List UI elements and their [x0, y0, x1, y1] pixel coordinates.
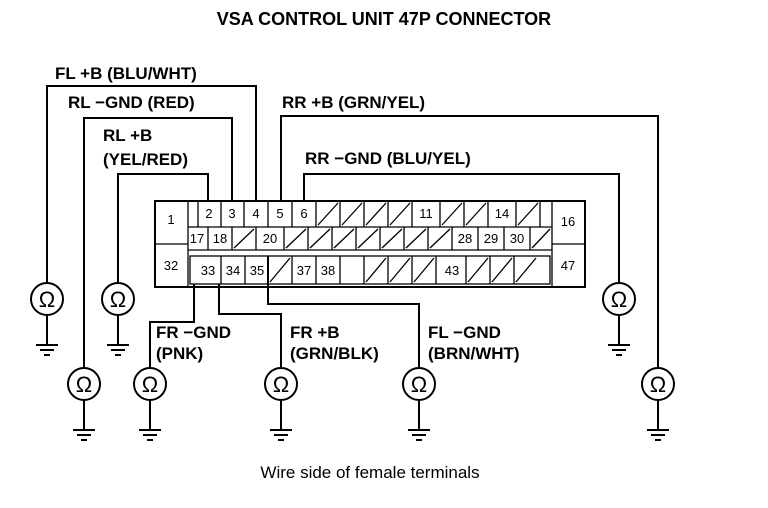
- label-fl-plus-b: FL +B (BLU/WHT): [55, 64, 197, 83]
- probe-wires: [46, 85, 659, 368]
- pin-33: 33: [201, 263, 215, 278]
- pin-37: 37: [297, 263, 311, 278]
- pin-30: 30: [510, 231, 524, 246]
- pin-6: 6: [300, 206, 307, 221]
- pin-11: 11: [419, 206, 433, 221]
- label-rl-gnd: RL −GND (RED): [68, 93, 195, 112]
- ohm-icon: Ω: [110, 287, 126, 312]
- label-rr-gnd: RR −GND (BLU/YEL): [305, 149, 471, 168]
- label-fr-plus-b-color: (GRN/BLK): [290, 344, 379, 363]
- pin-16: 16: [561, 214, 575, 229]
- ohmmeter-fl-plus-b: Ω: [30, 282, 64, 356]
- pin-numbers: 1 2 3 4 5 6 11 14 16 17 18 20 28 29 30 3…: [164, 206, 575, 278]
- pin-32: 32: [164, 258, 178, 273]
- wire-fr-plus-b: [218, 284, 282, 368]
- wire-rr-gnd: [303, 173, 620, 283]
- wire-fl-gnd: [267, 256, 420, 368]
- pin-14: 14: [495, 206, 509, 221]
- ohm-icon: Ω: [611, 287, 627, 312]
- pin-38: 38: [321, 263, 335, 278]
- wire-fr-gnd: [149, 284, 195, 368]
- ohm-icon: Ω: [273, 372, 289, 397]
- pin-17: 17: [190, 231, 204, 246]
- ohm-icon: Ω: [411, 372, 427, 397]
- pin-35: 35: [250, 263, 264, 278]
- caption: Wire side of female terminals: [260, 463, 479, 482]
- label-fr-gnd-color: (PNK): [156, 344, 203, 363]
- ohmmeter-fr-gnd: Ω: [133, 367, 167, 441]
- ohm-icon: Ω: [650, 372, 666, 397]
- pin-5: 5: [276, 206, 283, 221]
- ohmmeter-fl-gnd: Ω: [402, 367, 436, 441]
- label-rr-plus-b: RR +B (GRN/YEL): [282, 93, 425, 112]
- pin-18: 18: [213, 231, 227, 246]
- ohmmeter-rr-plus-b: Ω: [641, 367, 675, 441]
- label-rl-plus-b-color: (YEL/RED): [103, 150, 188, 169]
- pin-20: 20: [263, 231, 277, 246]
- label-fr-plus-b: FR +B: [290, 323, 340, 342]
- pin-47: 47: [561, 258, 575, 273]
- pin-34: 34: [226, 263, 240, 278]
- wire-fl-plus-b: [46, 85, 257, 283]
- label-fl-gnd-color: (BRN/WHT): [428, 344, 520, 363]
- wire-rl-gnd: [83, 117, 233, 368]
- pin-2: 2: [205, 206, 212, 221]
- connector-body: [154, 200, 586, 288]
- wire-rl-plus-b: [117, 173, 209, 283]
- ohm-icon: Ω: [39, 287, 55, 312]
- label-fr-gnd: FR −GND: [156, 323, 231, 342]
- label-rl-plus-b: RL +B: [103, 126, 152, 145]
- ohm-icon: Ω: [76, 372, 92, 397]
- ohmmeter-rl-plus-b: Ω: [101, 282, 135, 356]
- pin-4: 4: [252, 206, 259, 221]
- ohmmeter-rr-gnd: Ω: [602, 282, 636, 356]
- pin-1: 1: [167, 212, 174, 227]
- pin-3: 3: [228, 206, 235, 221]
- pin-43: 43: [445, 263, 459, 278]
- ohmmeter-fr-plus-b: Ω: [264, 367, 298, 441]
- diagram-title: VSA CONTROL UNIT 47P CONNECTOR: [217, 9, 551, 29]
- wire-rr-plus-b: [280, 115, 659, 368]
- pin-28: 28: [458, 231, 472, 246]
- label-fl-gnd: FL −GND: [428, 323, 501, 342]
- ohmmeter-rl-gnd: Ω: [67, 367, 101, 441]
- ohm-icon: Ω: [142, 372, 158, 397]
- pin-29: 29: [484, 231, 498, 246]
